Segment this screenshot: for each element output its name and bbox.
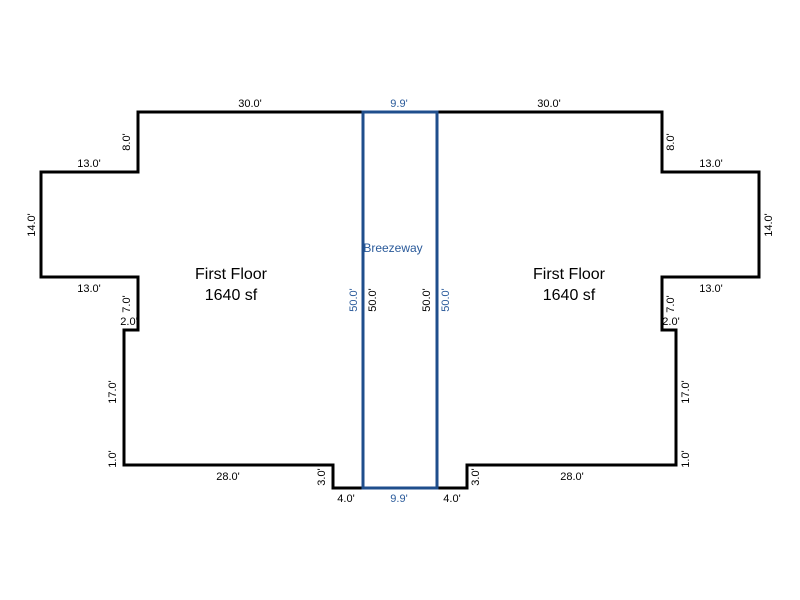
left-dim-jog-width: 4.0' bbox=[337, 493, 354, 505]
left-room-area: 1640 sf bbox=[205, 287, 258, 304]
left-dim-step-small: 2.0' bbox=[120, 316, 137, 328]
right-room-name: First Floor bbox=[533, 266, 606, 283]
right-dim-jog-height: 3.0' bbox=[470, 468, 482, 485]
left-dim-wing-top: 13.0' bbox=[77, 158, 101, 170]
left-dim-inner-side: 50.0' bbox=[367, 288, 379, 312]
right-room-area: 1640 sf bbox=[543, 287, 596, 304]
breezeway-dim-top: 9.9' bbox=[390, 98, 407, 110]
right-dim-inner-side: 50.0' bbox=[421, 288, 433, 312]
breezeway-dim-right: 50.0' bbox=[440, 288, 452, 312]
right-dim-wing-side: 14.0' bbox=[763, 213, 775, 237]
left-room-name: First Floor bbox=[195, 266, 268, 283]
right-dim-wing-top: 13.0' bbox=[699, 158, 723, 170]
right-dim-bottom: 28.0' bbox=[560, 471, 584, 483]
left-dim-notch-mid: 7.0' bbox=[121, 295, 133, 312]
left-room-outline bbox=[39, 110, 363, 490]
right-dim-notch-top: 8.0' bbox=[665, 133, 677, 150]
left-dim-jog-height: 3.0' bbox=[316, 468, 328, 485]
left-dim-notch-top: 8.0' bbox=[121, 133, 133, 150]
breezeway-name: Breezeway bbox=[363, 241, 422, 255]
right-dim-step-bottom: 1.0' bbox=[680, 450, 692, 467]
right-dim-top: 30.0' bbox=[537, 98, 561, 110]
right-room-outline bbox=[437, 110, 761, 490]
breezeway-outline bbox=[361, 110, 439, 490]
left-dim-bottom: 28.0' bbox=[216, 471, 240, 483]
left-dim-lower-side: 17.0' bbox=[107, 380, 119, 404]
left-dim-wing-bottom: 13.0' bbox=[77, 283, 101, 295]
right-dim-lower-side: 17.0' bbox=[680, 380, 692, 404]
left-dim-top: 30.0' bbox=[238, 98, 262, 110]
right-dim-notch-mid: 7.0' bbox=[665, 295, 677, 312]
left-dim-step-bottom: 1.0' bbox=[107, 450, 119, 467]
right-dim-wing-bottom: 13.0' bbox=[699, 283, 723, 295]
right-dim-step-small: 2.0' bbox=[662, 316, 679, 328]
breezeway-dim-left: 50.0' bbox=[348, 288, 360, 312]
left-dim-wing-side: 14.0' bbox=[26, 213, 38, 237]
right-dim-jog-width: 4.0' bbox=[443, 493, 460, 505]
breezeway-dim-bottom: 9.9' bbox=[390, 493, 407, 505]
